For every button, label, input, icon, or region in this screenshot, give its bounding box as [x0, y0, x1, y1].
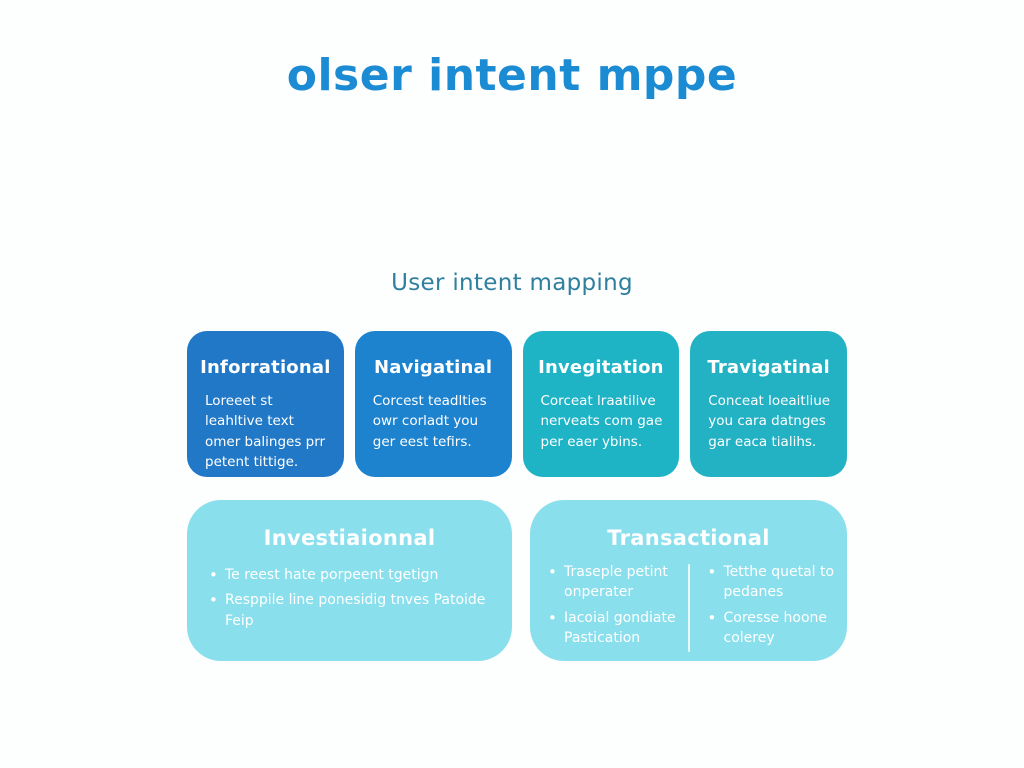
card-body: Corcest teadlties owr corladt you ger ee…: [372, 393, 487, 450]
bullet-list-right: Tetthe quetal to pedanes Coresse hoone c…: [690, 562, 848, 653]
card-body: Corceat lraatilive nerveats com gae per …: [540, 393, 663, 450]
page-title: olser intent mppe: [286, 50, 738, 101]
card-navigational: Navigatinal Corcest teadlties owr corlad…: [354, 331, 512, 477]
column-divider: [687, 564, 690, 652]
bullet-item: Te reest hate porpeent tgetign: [209, 565, 494, 587]
intent-cards-row: Inforrational Loreeet st leahltive text …: [187, 331, 847, 477]
bullet-item: Resppile line ponesidig tnves Patoide Fe…: [209, 590, 494, 631]
card-investigational-wide: Investiaionnal Te reest hate porpeent tg…: [187, 500, 512, 661]
card-title: Travigatinal: [707, 357, 830, 378]
card-title: Investiaionnal: [263, 526, 436, 550]
card-travigational: Travigatinal Conceat loeaitliue you cara…: [690, 331, 847, 477]
card-title: Transactional: [607, 526, 770, 550]
card-body: Conceat loeaitliue you cara datnges gar …: [708, 393, 831, 450]
page-subtitle: User intent mapping: [391, 270, 633, 296]
card-title: Inforrational: [200, 357, 331, 378]
bullet-item: Tetthe quetal to pedanes: [708, 562, 838, 603]
bullet-list-left: Traseple petint onperater Iacoial gondia…: [530, 562, 688, 653]
bullet-item: Coresse hoone colerey: [708, 608, 838, 649]
card-title: Navigatinal: [373, 357, 493, 378]
card-body: Loreeet st leahltive text omer balinges …: [205, 393, 326, 470]
card-title: Invegitation: [538, 357, 664, 378]
bullet-columns: Traseple petint onperater Iacoial gondia…: [530, 562, 847, 653]
bullet-item: Iacoial gondiate Pastication: [548, 608, 678, 649]
card-transactional: Transactional Traseple petint onperater …: [530, 500, 847, 661]
card-informational: Inforrational Loreeet st leahltive text …: [187, 331, 344, 477]
card-investigation: Invegitation Corceat lraatilive nerveats…: [522, 331, 680, 477]
bullet-item: Traseple petint onperater: [548, 562, 678, 603]
bullet-list: Te reest hate porpeent tgetign Resppile …: [187, 565, 512, 631]
